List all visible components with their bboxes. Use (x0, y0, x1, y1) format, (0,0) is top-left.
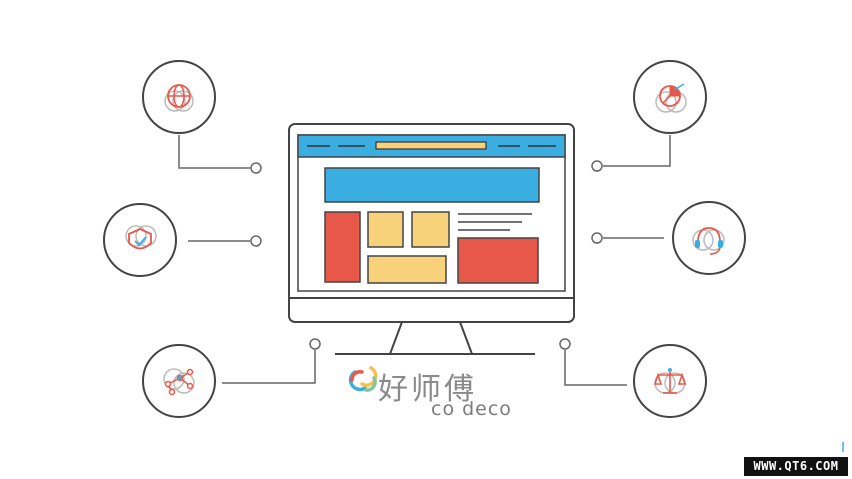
brand-name-cn: 好师傅 (378, 372, 477, 407)
hero-banner (324, 167, 540, 203)
brand-name-en: co deco (431, 398, 512, 420)
yellow-block-1 (367, 211, 404, 248)
pie-chart-icon (633, 60, 707, 134)
browser-address-bar (375, 141, 487, 150)
chain-link-logo (348, 366, 378, 392)
scale-icon (633, 344, 707, 418)
globe-icon (142, 60, 216, 134)
red-block-right (457, 237, 539, 284)
yellow-block-3 (367, 255, 447, 284)
shield-check-icon (103, 203, 177, 277)
connectors (178, 135, 671, 386)
yellow-block-2 (411, 211, 450, 248)
red-block-left (324, 211, 361, 283)
headset-icon (672, 201, 746, 275)
watermark: WWW.QT6.COM (744, 457, 848, 476)
network-nodes-icon (142, 344, 216, 418)
monitor (288, 123, 575, 355)
